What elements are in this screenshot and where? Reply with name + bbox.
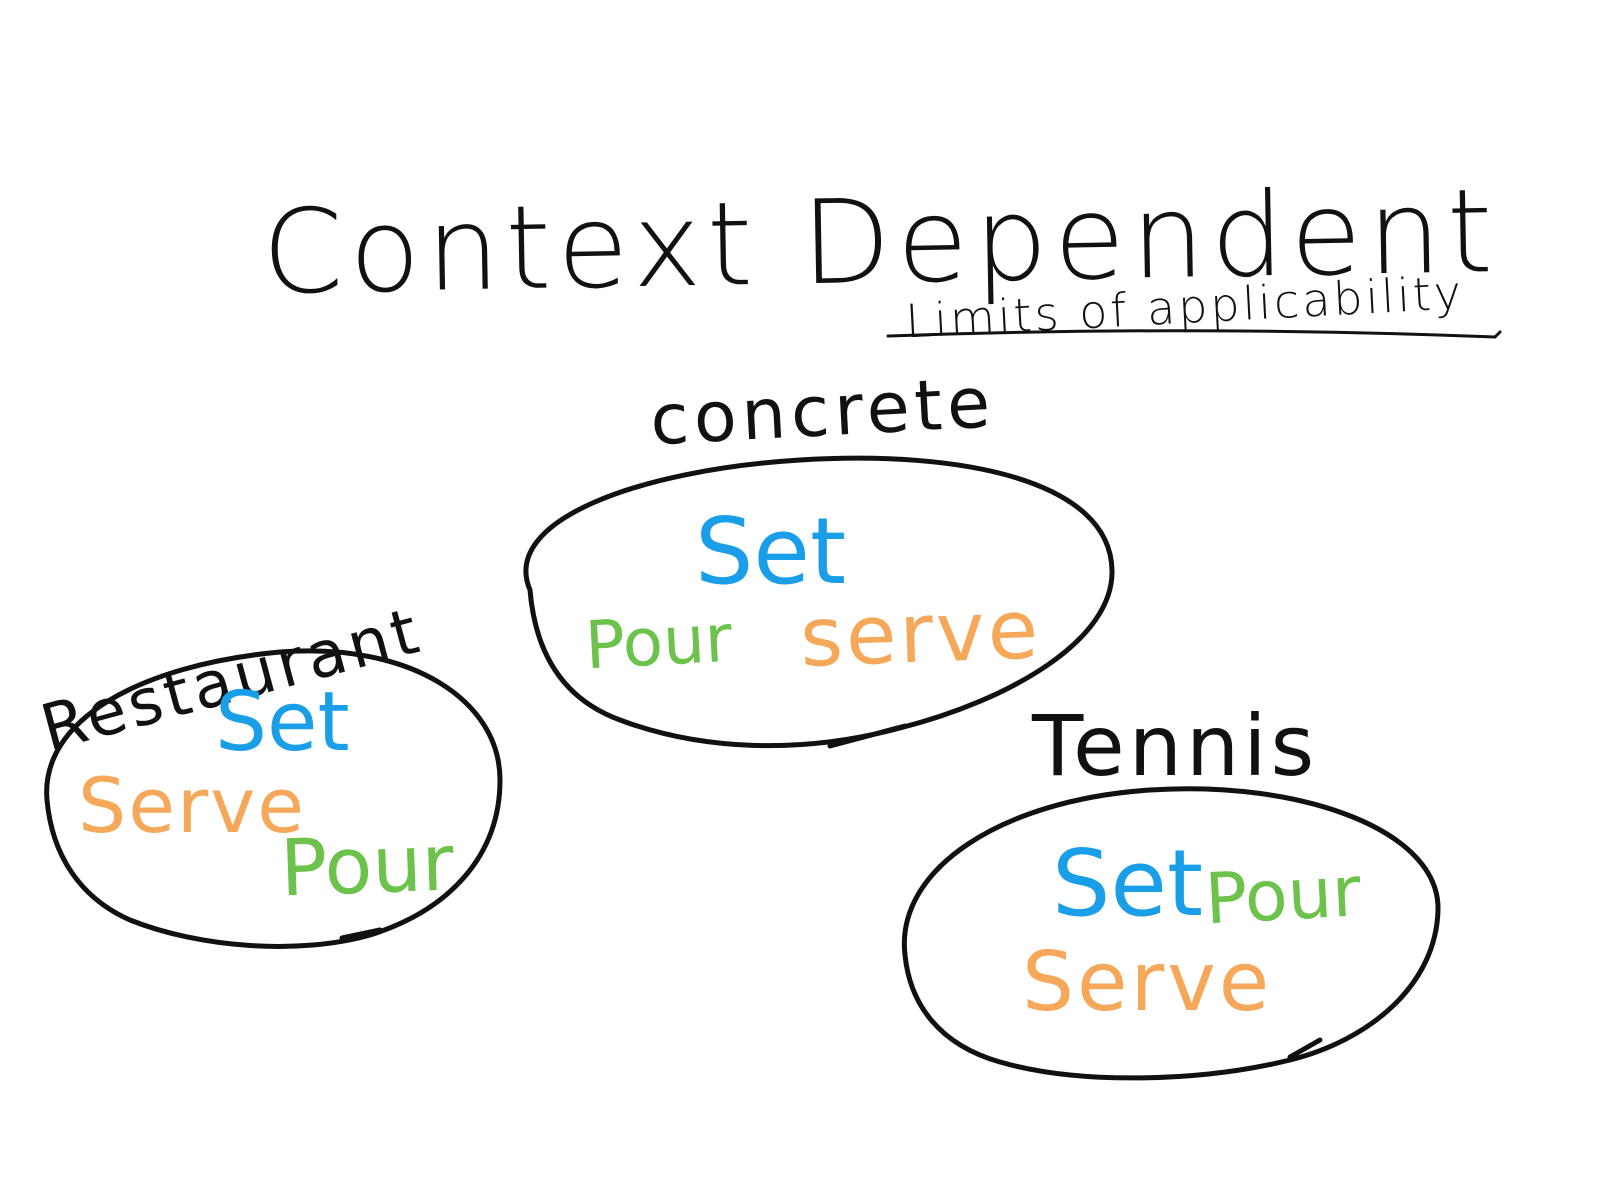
tennis-label: Tennis [1031,697,1318,795]
concrete-ellipse [523,455,1115,749]
tennis-word-pour: Pour [1203,850,1363,940]
tennis-ellipse [901,786,1441,1081]
restaurant-context: Restaurant Set Serve Pour [34,594,503,949]
restaurant-word-set: Set [215,675,350,770]
restaurant-word-pour: Pour [279,818,456,914]
concrete-label: concrete [648,361,997,461]
subtitle-underline [886,329,1502,339]
tennis-word-set: Set [1052,830,1203,937]
restaurant-ellipse [44,648,503,949]
concrete-context: concrete Set Pour serve [523,361,1115,749]
concrete-word-pour: Pour [583,600,734,685]
page-title: Context Dependent [261,164,1500,321]
concrete-word-set: Set [695,498,846,605]
tennis-word-serve: Serve [1022,935,1272,1030]
restaurant-word-serve: Serve [78,761,306,850]
concrete-word-serve: serve [799,582,1043,685]
tennis-context: Tennis Set Pour Serve [901,697,1441,1081]
